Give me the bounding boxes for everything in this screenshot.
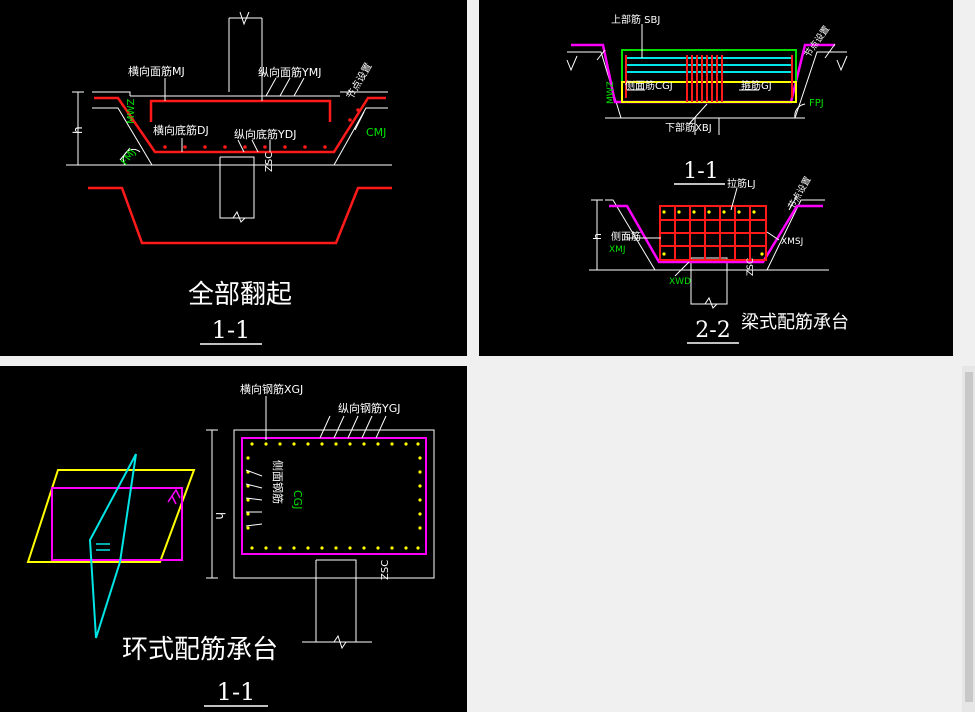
- cap-outline: [66, 91, 392, 223]
- magenta-hooks: [167, 488, 181, 505]
- label-xmj: XMJ: [609, 245, 626, 255]
- section-2-label: 2-2: [695, 318, 730, 343]
- label-top-bars: 上部筋 SBJ: [611, 13, 660, 26]
- label-side-bars: 侧面筋CGJ: [625, 79, 673, 92]
- label-cgj: CGJ: [291, 490, 304, 509]
- label-bottom-bars: 下部筋XBJ: [665, 121, 712, 134]
- section-2-outline: [589, 199, 829, 309]
- rebar-lines: [88, 96, 392, 245]
- label-zsc: ZSC: [746, 258, 756, 276]
- section-1-label: 1-1: [683, 159, 718, 184]
- magenta-ring: [51, 487, 183, 561]
- label-h: h: [213, 512, 227, 520]
- label-fpj: FPJ: [809, 98, 824, 109]
- label-longitudinal-bottom: 纵向底筋YDJ: [234, 127, 296, 141]
- label-cmj: CMJ: [366, 126, 386, 139]
- diagram-title: 全部翻起: [188, 280, 292, 310]
- label-stirrup: 箍筋GJ: [741, 79, 772, 92]
- beam-stirrup-yellow: [621, 81, 797, 103]
- section-1-leaders: [596, 24, 836, 125]
- label-transverse-bars: 横向钢筋XGJ: [240, 382, 303, 396]
- beam-cap-drawing: 上部筋 SBJ 侧面筋CGJ 箍筋GJ 下部筋XBJ FPJ MWZ 节点设置 …: [566, 13, 849, 344]
- rebar-dots: [130, 108, 360, 149]
- label-mwz: MWZ: [126, 98, 137, 124]
- label-zsc: ZSC: [264, 152, 275, 172]
- diagram-title: 环式配筋承台: [122, 635, 278, 665]
- beam-vertical-bars: [686, 55, 723, 102]
- ring-rebar-magenta: [241, 437, 427, 555]
- label-tie-bar: 拉筋LJ: [727, 177, 756, 190]
- section-2-magenta: [609, 204, 823, 264]
- ring-rebar-dots: [246, 442, 422, 550]
- section-label: 1-1: [212, 316, 251, 344]
- beam-side-red: [625, 55, 793, 98]
- section-2-leaders: [627, 187, 798, 277]
- label-longitudinal-top: 纵向面筋YMJ: [258, 65, 321, 79]
- diagram-title: 梁式配筋承台: [741, 312, 849, 333]
- label-side-bars: 侧面钢筋: [271, 460, 285, 504]
- label-transverse-bottom: 横向底筋DJ: [153, 123, 209, 137]
- label-mwz: MWZ: [606, 81, 616, 104]
- label-longitudinal-bars: 纵向钢筋YGJ: [338, 401, 401, 415]
- ring-leaders: [245, 396, 387, 527]
- cyan-hooks: [96, 543, 110, 551]
- diagram-ring-cap: 横向钢筋XGJ 纵向钢筋YGJ 侧面钢筋 CGJ h ZSC 环式配筋承台 1-…: [0, 366, 467, 712]
- beam-top-bars: [626, 57, 792, 73]
- section-label: 1-1: [217, 678, 256, 706]
- label-h: h: [71, 126, 85, 134]
- cyan-plane: [88, 453, 137, 639]
- label-node-setting: 节点设置: [344, 61, 374, 102]
- beam-grid-dots: [662, 210, 764, 256]
- ring-cap-outline: [206, 429, 435, 650]
- label-transverse-top: 横向面筋MJ: [128, 64, 185, 78]
- diagram-beam-cap: 上部筋 SBJ 侧面筋CGJ 箍筋GJ 下部筋XBJ FPJ MWZ 节点设置 …: [479, 0, 953, 356]
- ring-cap-drawing: 横向钢筋XGJ 纵向钢筋YGJ 侧面钢筋 CGJ h ZSC 环式配筋承台 1-…: [26, 382, 435, 707]
- section-1-outline: [566, 51, 848, 135]
- label-h: h: [591, 233, 604, 240]
- beam-grid-bars: [660, 206, 766, 260]
- leader-lines: [119, 77, 365, 166]
- label-xmsj: XMSJ: [781, 237, 803, 247]
- diagram-full-flip: 横向面筋MJ 纵向面筋YMJ 横向底筋DJ 纵向底筋YDJ CMJ FMJ MW…: [0, 0, 467, 356]
- full-flip-drawing: 横向面筋MJ 纵向面筋YMJ 横向底筋DJ 纵向底筋YDJ CMJ FMJ MW…: [66, 11, 392, 345]
- yellow-plane: [26, 469, 196, 563]
- column-outline: [228, 11, 263, 92]
- label-zsc: ZSC: [380, 560, 391, 580]
- label-side-bars-2: 侧面筋: [611, 230, 641, 243]
- scrollbar-thumb[interactable]: [965, 372, 973, 702]
- label-xwd: XWD: [669, 277, 691, 287]
